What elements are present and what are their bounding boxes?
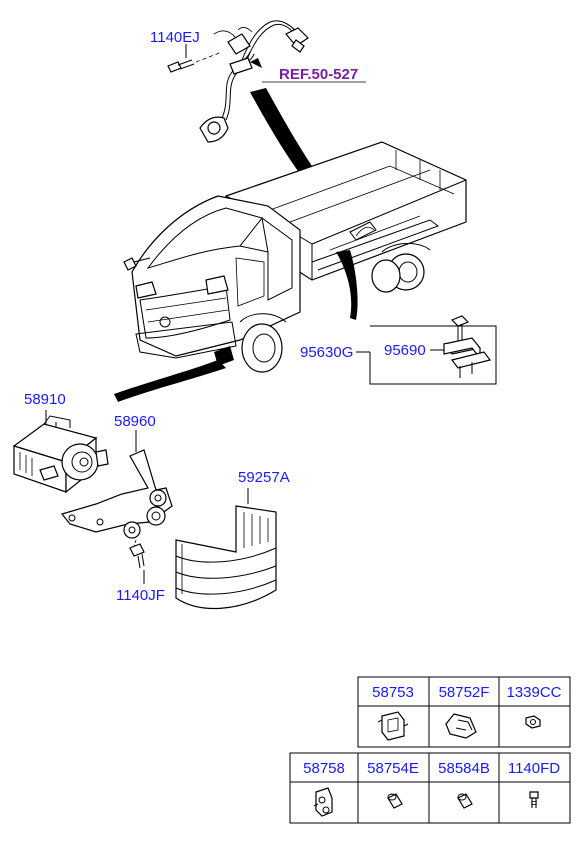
- yaw-sensor-icon: [442, 315, 492, 378]
- abs-protector-cover-icon: [175, 505, 277, 610]
- wheel-speed-sensor-harness: [199, 20, 309, 143]
- label-1140JF: 1140JF: [116, 587, 165, 604]
- table-cell-58752F: 58752F: [439, 684, 490, 701]
- grommet-icon-58754E: [387, 793, 403, 809]
- table-cell-58754E: 58754E: [367, 760, 419, 777]
- clip-icon-58758: [313, 787, 333, 817]
- bolt-icon-1140JF: [129, 543, 145, 569]
- label-58960: 58960: [114, 413, 156, 430]
- truck-illustration: [123, 141, 467, 373]
- label-58910: 58910: [24, 391, 66, 408]
- label-1140EJ: 1140EJ: [150, 29, 200, 46]
- label-95630G: 95630G: [300, 344, 353, 361]
- clip-icon-58753: [377, 711, 409, 741]
- table-cell-58584B: 58584B: [438, 760, 490, 777]
- table-cell-1339CC: 1339CC: [506, 684, 561, 701]
- label-95690: 95690: [384, 342, 426, 359]
- abs-bracket-icon: [60, 449, 173, 539]
- table-cell-58753: 58753: [372, 684, 414, 701]
- parts-table: [289, 676, 571, 824]
- leader-abs: [114, 360, 226, 402]
- nut-icon-1339CC: [525, 715, 541, 729]
- table-cell-58758: 58758: [303, 760, 345, 777]
- label-59257A: 59257A: [238, 469, 290, 486]
- abs-hydraulic-unit-icon: [12, 415, 109, 494]
- reference-label: REF.50-527: [279, 66, 358, 83]
- table-cell-1140FD: 1140FD: [508, 760, 560, 777]
- ref-arrow-icon: [250, 58, 262, 68]
- bolt-icon-1140FD: [529, 791, 539, 808]
- bolt-icon-1140EJ: [167, 59, 195, 73]
- grommet-icon-58584B: [457, 793, 473, 809]
- clamp-icon-58752F: [445, 713, 477, 739]
- leader-harness: [250, 88, 364, 232]
- leader-yaw-sensor: [336, 250, 358, 320]
